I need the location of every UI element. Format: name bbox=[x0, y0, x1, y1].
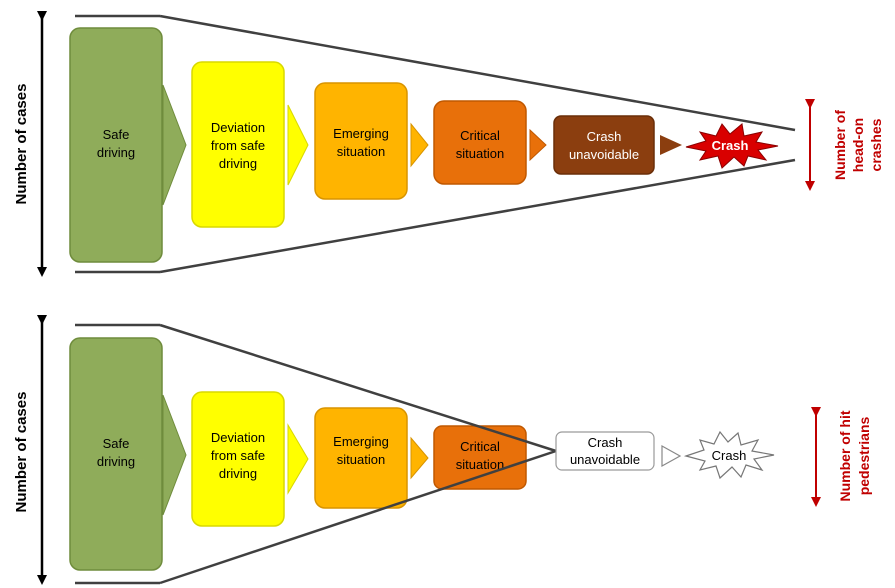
funnel-bottom-edge bbox=[159, 449, 557, 585]
stage-deviation bbox=[191, 391, 285, 527]
critical-label-line1: Critical bbox=[460, 128, 500, 143]
deviation-label-line2: from safe bbox=[211, 448, 265, 463]
chevron-arrow bbox=[661, 444, 682, 468]
chevron-arrow bbox=[287, 423, 309, 495]
unavoidable-label-line2: unavoidable bbox=[569, 147, 639, 162]
crash-burst bbox=[683, 430, 775, 480]
stage-safe-driving bbox=[69, 27, 163, 263]
chevron-arrow bbox=[529, 128, 547, 162]
emerging-label-line2: situation bbox=[337, 452, 385, 467]
critical-label-line1: Critical bbox=[460, 439, 500, 454]
deviation-label-line1: Deviation bbox=[211, 120, 265, 135]
safe-label-line1: Safe bbox=[103, 127, 130, 142]
axis-label: Number of cases bbox=[13, 392, 30, 513]
stage-crash-unavoidable bbox=[555, 431, 655, 471]
funnel-top-edge bbox=[159, 323, 557, 453]
unavoidable-label-line1: Crash bbox=[587, 129, 622, 144]
deviation-label-line2: from safe bbox=[211, 138, 265, 153]
chevron-arrow bbox=[410, 436, 429, 480]
critical-label-line2: situation bbox=[456, 146, 504, 161]
stage-emerging bbox=[314, 82, 408, 200]
crash-burst bbox=[685, 123, 779, 169]
unavoidable-label-line1: Crash bbox=[588, 435, 623, 450]
panel-pedestrians: Number of cases Safe driving Deviation f… bbox=[13, 315, 872, 585]
funnel-bottom-edge bbox=[159, 158, 796, 274]
outcome-label-line1: Number of bbox=[832, 110, 848, 180]
unavoidable-label-line2: unavoidable bbox=[570, 452, 640, 467]
chevron-arrow bbox=[660, 135, 682, 155]
crash-label: Crash bbox=[712, 138, 749, 153]
deviation-label-line3: driving bbox=[219, 156, 257, 171]
panel-head-on: Number of cases Safe driving Deviation f… bbox=[13, 11, 884, 277]
stage-deviation bbox=[191, 61, 285, 228]
chevron-arrow bbox=[162, 84, 187, 206]
emerging-label-line1: Emerging bbox=[333, 126, 389, 141]
critical-label-line2: situation bbox=[456, 457, 504, 472]
chevron-arrow bbox=[287, 104, 309, 186]
outcome-label-line2: head-on bbox=[850, 118, 866, 172]
outcome-label-line2: pedestrians bbox=[856, 416, 872, 495]
stage-critical bbox=[433, 100, 527, 185]
stage-crash-unavoidable bbox=[553, 115, 655, 175]
chevron-arrow bbox=[162, 394, 187, 516]
stage-emerging bbox=[314, 407, 408, 509]
stage-safe-driving bbox=[69, 337, 163, 571]
deviation-label-line3: driving bbox=[219, 466, 257, 481]
emerging-label-line2: situation bbox=[337, 144, 385, 159]
chevron-arrow bbox=[410, 122, 429, 168]
safe-label-line2: driving bbox=[97, 145, 135, 160]
safe-label-line1: Safe bbox=[103, 436, 130, 451]
outcome-label-line3: crashes bbox=[868, 118, 884, 171]
crash-label: Crash bbox=[712, 448, 747, 463]
axis-label: Number of cases bbox=[13, 84, 30, 205]
deviation-label-line1: Deviation bbox=[211, 430, 265, 445]
safe-label-line2: driving bbox=[97, 454, 135, 469]
outcome-label-line1: Number of hit bbox=[837, 410, 853, 501]
emerging-label-line1: Emerging bbox=[333, 434, 389, 449]
funnel-top-edge bbox=[159, 14, 796, 132]
